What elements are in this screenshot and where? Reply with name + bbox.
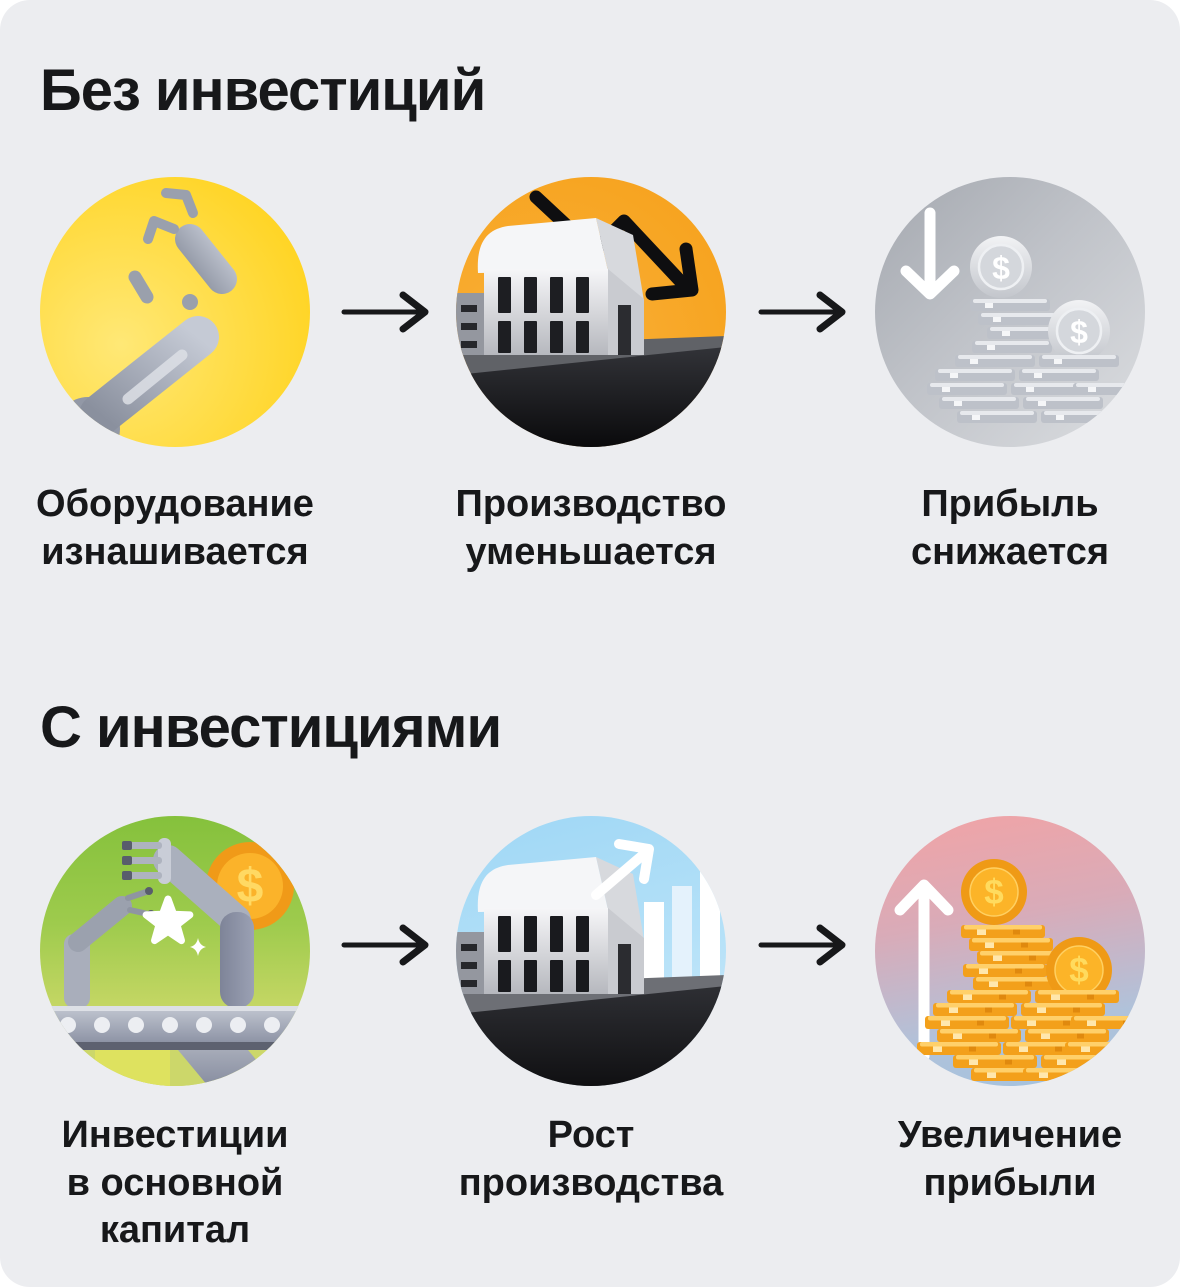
step-label-profit-declines: Прибыль снижается (910, 483, 1110, 573)
step-illustration-investment-in-fixed-capital: $ (40, 816, 310, 1086)
step-label-production-grows: Рост производства (458, 1114, 724, 1204)
section-title-without-investments: Без инвестиций (40, 58, 486, 123)
flow-arrow (341, 290, 429, 334)
flow-arrow (341, 923, 429, 967)
factory-declining-arrow-icon (456, 190, 726, 447)
dollar-sign: $ (984, 873, 1003, 912)
step-illustration-equipment-wears-out (40, 177, 310, 447)
robot-arms-gold-coin-icon: $ (40, 838, 310, 1086)
factory-rising-chart-icon (456, 839, 726, 1086)
step-illustration-production-decreases (456, 177, 726, 447)
dollar-sign: $ (1069, 951, 1088, 990)
silver-coin: $ (970, 236, 1032, 298)
broken-robot-arm-icon (56, 188, 237, 447)
star-sparkle (142, 895, 194, 945)
step-label-investment-in-fixed-capital: Инвестиции в основной капитал (61, 1114, 289, 1251)
right-arrow-icon (758, 291, 846, 333)
right-arrow-icon (341, 924, 429, 966)
silver-coins-down-arrow-icon: $ $ (900, 207, 1145, 423)
step-illustration-profit-increases: $ $ (875, 816, 1145, 1086)
dollar-sign: $ (992, 250, 1010, 286)
step-illustration-production-grows (456, 816, 726, 1086)
dollar-sign: $ (237, 860, 264, 913)
section-title-with-investments: С инвестициями (40, 695, 502, 760)
step-label-equipment-wears-out: Оборудование изнашивается (36, 483, 314, 573)
step-label-profit-increases: Увеличение прибыли (897, 1114, 1123, 1204)
gold-coin: $ (1046, 937, 1112, 1003)
gold-coins-up-arrow-icon: $ $ (894, 859, 1145, 1081)
flow-arrow (758, 923, 846, 967)
gold-coin: $ (961, 859, 1027, 925)
flow-arrow (758, 290, 846, 334)
silver-coin: $ (1048, 300, 1110, 362)
dollar-sign: $ (1070, 314, 1088, 350)
step-illustration-profit-declines: $ $ (875, 177, 1145, 447)
small-sparkle (190, 938, 206, 956)
right-arrow-icon (758, 924, 846, 966)
right-arrow-icon (341, 291, 429, 333)
step-label-production-decreases: Производство уменьшается (455, 483, 727, 573)
